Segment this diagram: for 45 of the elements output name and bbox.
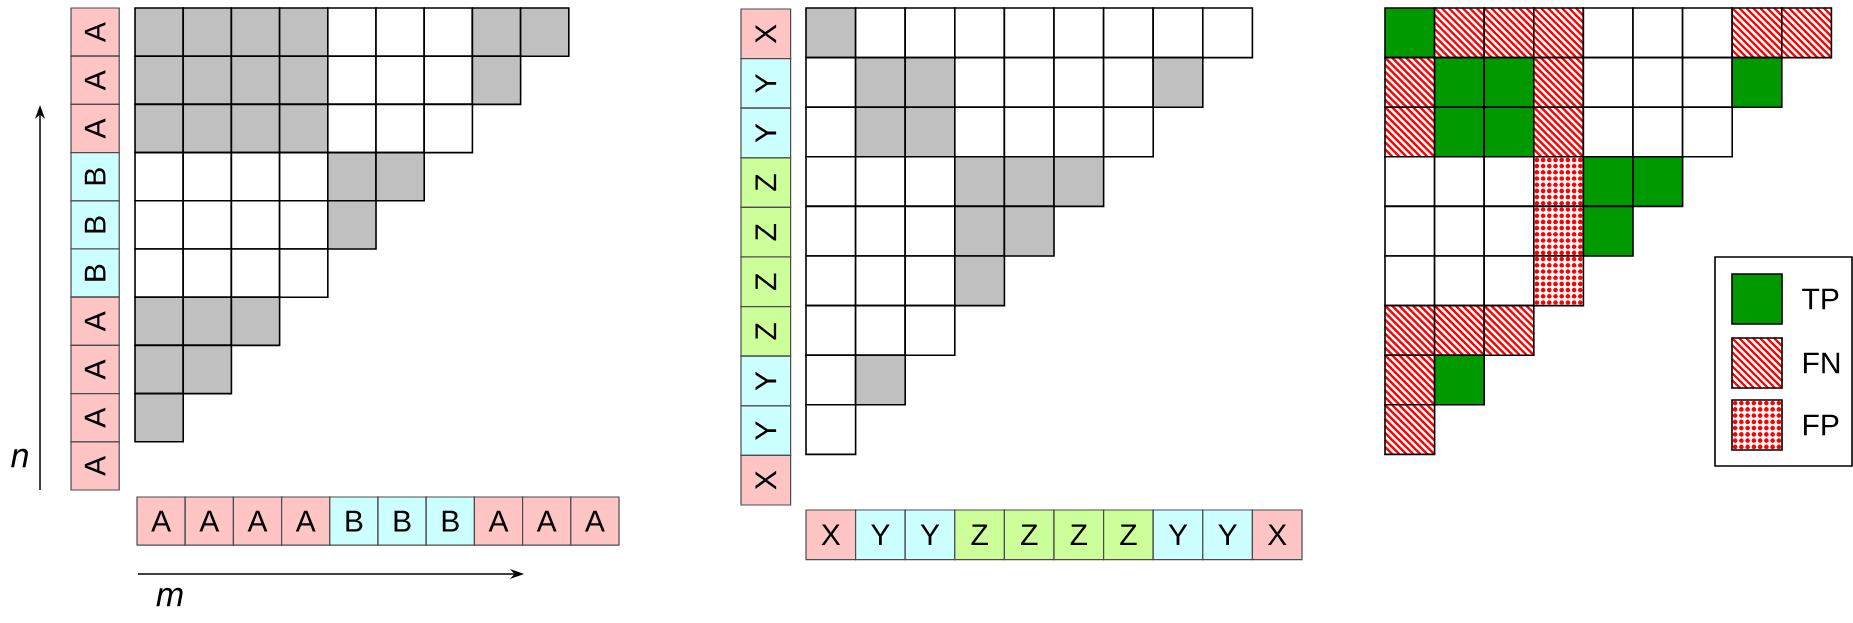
letter-box: Z: [1003, 509, 1055, 561]
legend-label: FP: [1804, 414, 1839, 436]
letter-box: A: [522, 496, 572, 546]
letter-box: X: [740, 8, 792, 60]
letter-box: B: [377, 496, 427, 546]
letter-box: B: [70, 152, 120, 202]
letter-box: B: [329, 496, 379, 546]
letter-box: A: [232, 496, 283, 546]
axis-label: m: [156, 587, 183, 607]
letter-box: B: [70, 200, 120, 250]
letter-box: A: [570, 496, 620, 546]
letter-box: X: [805, 509, 857, 561]
letter-box: X: [1251, 509, 1303, 561]
letter-box: A: [70, 441, 120, 491]
letter-box: A: [70, 7, 120, 57]
letter-box: Z: [1103, 509, 1154, 561]
letter-box: A: [184, 496, 234, 546]
letter-box: A: [70, 344, 120, 395]
letter-box: Z: [740, 306, 792, 357]
letter-box: Y: [904, 509, 956, 561]
letter-box: Z: [740, 157, 792, 208]
letter-box: B: [425, 496, 475, 546]
letter-box: A: [70, 393, 120, 443]
letter-box: A: [70, 103, 120, 154]
letter-box: X: [740, 454, 792, 506]
letter-box: Y: [740, 405, 792, 456]
letter-box: Z: [1053, 509, 1105, 561]
letter-box: A: [136, 496, 186, 546]
letter-box: A: [473, 496, 524, 546]
letter-box: Y: [740, 58, 792, 109]
letter-box: Z: [954, 509, 1005, 561]
letter-box: Z: [740, 206, 792, 258]
letter-box: B: [70, 248, 120, 298]
letter-box: A: [281, 496, 331, 546]
letter-box: Y: [1152, 509, 1204, 561]
letter-box: A: [70, 296, 120, 346]
letter-box: Z: [740, 256, 792, 308]
legend-label: TP: [1802, 288, 1839, 310]
letter-box: Y: [740, 107, 792, 159]
letter-box: Y: [740, 355, 792, 407]
letter-box: Y: [1202, 509, 1253, 561]
letter-box: Y: [855, 509, 906, 561]
axis-label: n: [11, 448, 28, 468]
letter-box: A: [70, 55, 120, 105]
legend-label: FN: [1804, 352, 1840, 374]
